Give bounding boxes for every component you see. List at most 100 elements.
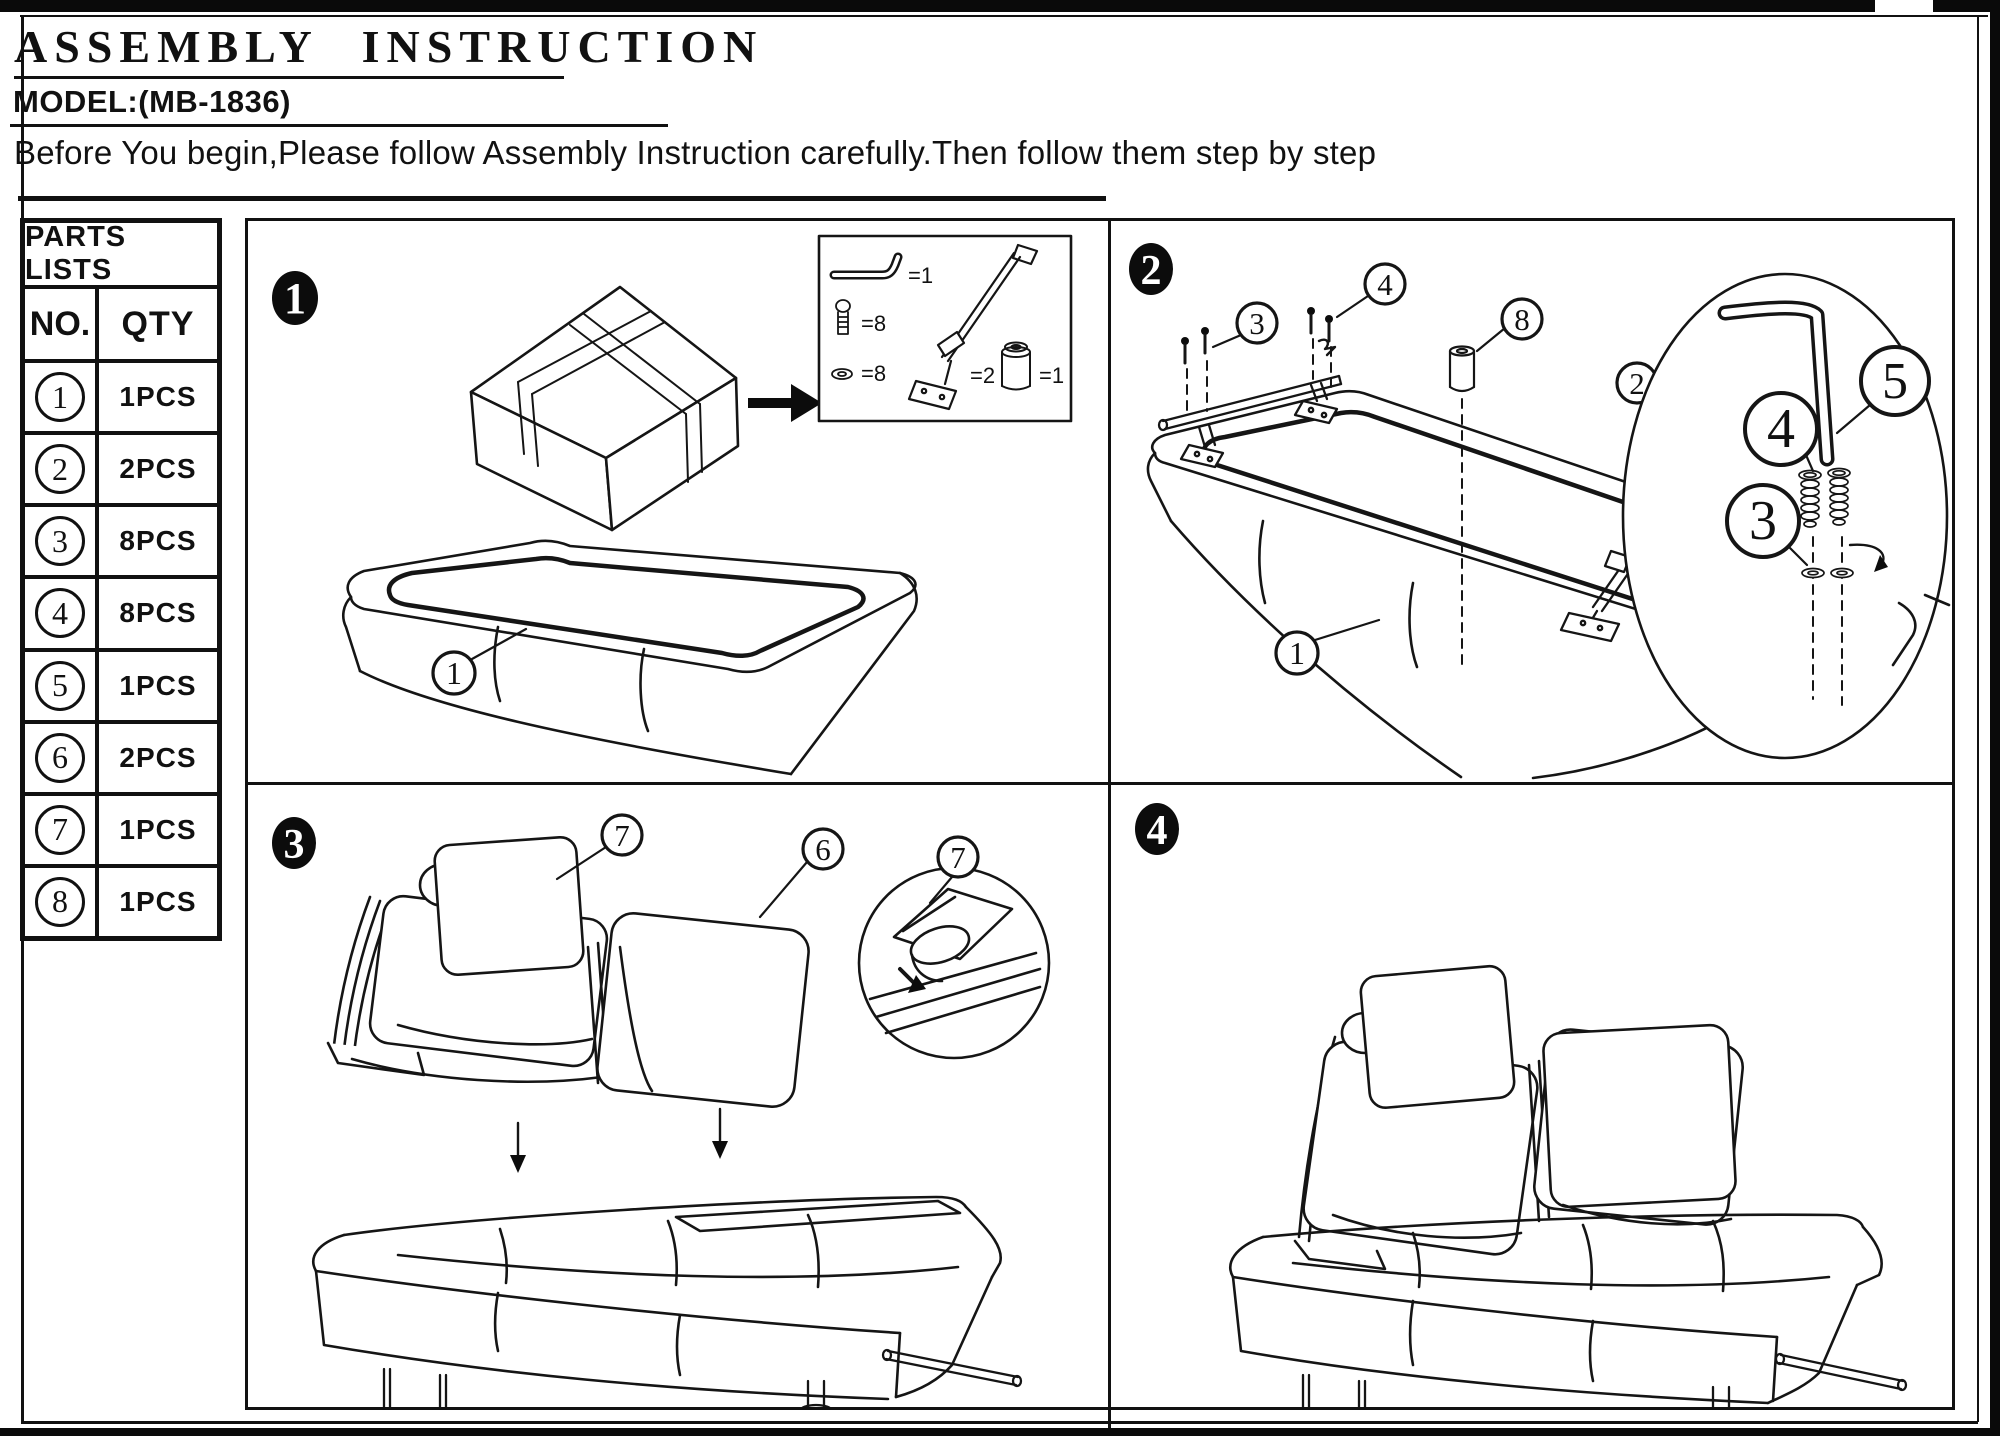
- steps-grid-border: [245, 218, 1955, 1410]
- washer-icon: [831, 368, 853, 380]
- part-qty: 8PCS: [119, 525, 197, 557]
- step3-panel: 3 7 6: [272, 813, 1051, 1407]
- model-underline: [10, 124, 668, 127]
- callout-pillow-7: 7: [555, 813, 644, 881]
- part-number-circle: 6: [35, 732, 85, 783]
- left-backrest-drawing: [326, 835, 609, 1083]
- screw-icon: [835, 299, 851, 335]
- callout-3-label: 3: [1249, 306, 1265, 341]
- step2-panel: 2 3: [1129, 243, 1951, 780]
- part-number-circle: 5: [35, 660, 85, 711]
- part-qty: 8PCS: [119, 597, 197, 629]
- hardware-inset-box: =1 =8 =8 =2: [817, 234, 1073, 423]
- callout-1-label: 1: [446, 655, 462, 691]
- bench-base: [1229, 1213, 1883, 1405]
- table-row: 5 1PCS: [25, 651, 217, 724]
- inset-callout-7: 7: [928, 835, 980, 905]
- unpack-arrow-icon: [748, 384, 822, 422]
- column-header-qty: QTY: [121, 304, 195, 343]
- callout-7-label: 7: [614, 818, 630, 853]
- parts-list-table: PARTS LISTS NO. QTY 1 1PCS 2 2PCS 3 8PCS…: [20, 218, 222, 941]
- top-border-line: [20, 15, 1988, 17]
- package-straps: [517, 310, 703, 483]
- left-leg-rail-drawing: [1157, 374, 1343, 469]
- table-row: 2 2PCS: [25, 435, 217, 508]
- coil-screws-drawing: [1798, 467, 1851, 528]
- callout-1-label: 1: [1289, 635, 1305, 671]
- grid-vertical-divider: [1108, 221, 1111, 1428]
- step1-number: 1: [284, 274, 306, 323]
- assembled-sofa-drawing: [1229, 964, 1908, 1407]
- screws-group-4: [1307, 307, 1337, 388]
- package-box-drawing: [469, 285, 740, 532]
- right-border-line: [1977, 15, 1979, 1422]
- foot-cylinder-drawing: [1448, 345, 1476, 666]
- step4-number: 4: [1147, 808, 1168, 854]
- instruction-note: Before You begin,Please follow Assembly …: [14, 134, 1377, 171]
- left-backrest: [1293, 964, 1539, 1271]
- sofa-base-drawing: [341, 539, 918, 776]
- placement-arrows: [510, 1107, 728, 1173]
- bottom-border-line: [21, 1421, 1978, 1424]
- screws-group-3: [1181, 327, 1209, 418]
- column-header-no: NO.: [25, 289, 99, 359]
- washer-count: =8: [861, 361, 886, 386]
- table-row: 3 8PCS: [25, 507, 217, 580]
- part-qty: 2PCS: [119, 453, 197, 485]
- step1-badge: 1: [272, 271, 318, 325]
- callout-screw-3: 3: [1211, 301, 1279, 349]
- step4-panel: 4: [1135, 803, 1908, 1407]
- base-corner-fragment: [1891, 593, 1951, 667]
- rotate-arrow-icon: [1848, 543, 1888, 572]
- table-row: 4 8PCS: [25, 579, 217, 652]
- callout-4-label: 4: [1377, 267, 1393, 302]
- table-row: 1 1PCS: [25, 363, 217, 436]
- grid-horizontal-divider: [248, 782, 1952, 785]
- model-number: MODEL:(MB-1836): [13, 84, 291, 119]
- inset-callout-4: 4: [1743, 391, 1819, 473]
- screw-count: =8: [861, 311, 886, 336]
- leg-rail-count: =2: [970, 363, 995, 388]
- right-backrest-drawing: [586, 912, 810, 1108]
- table-row: 6 2PCS: [25, 723, 217, 796]
- step3-number: 3: [284, 822, 305, 868]
- step1-panel: 1 =1 =8: [272, 234, 1073, 776]
- note-underline: [18, 196, 1106, 201]
- step4-badge: 4: [1135, 803, 1179, 855]
- pillow-detail-inset: 7: [857, 835, 1051, 1060]
- inset-3-label: 3: [1749, 490, 1777, 552]
- part-qty: 1PCS: [119, 885, 197, 917]
- part-qty: 2PCS: [119, 741, 197, 773]
- big-allen-key-drawing: [1717, 300, 1835, 467]
- part-number-circle: 7: [35, 804, 85, 855]
- inset-callout-5: 5: [1835, 345, 1931, 435]
- callout-6-label: 6: [815, 832, 831, 867]
- callout-base-1: 1: [1274, 618, 1381, 676]
- part-number-circle: 8: [35, 876, 85, 927]
- alignment-dashed-lines: [1812, 536, 1843, 706]
- bottom-border-bar: [0, 1428, 2000, 1436]
- part-qty: 1PCS: [119, 813, 197, 845]
- washers-drawing: [1801, 567, 1854, 579]
- bench-base-drawing: [312, 1195, 1023, 1407]
- callout-base-1: 1: [431, 627, 528, 696]
- callout-8-label: 8: [1514, 302, 1530, 337]
- part-qty: 1PCS: [119, 669, 197, 701]
- step2-badge: 2: [1129, 243, 1173, 295]
- part-number-circle: 4: [35, 588, 85, 639]
- top-border-bar-right: [1933, 0, 1995, 12]
- inset-7-label: 7: [950, 840, 966, 875]
- parts-list-header-row: NO. QTY: [25, 289, 217, 363]
- table-row: 8 1PCS: [25, 867, 217, 936]
- title-underline: [14, 76, 564, 79]
- right-border-bar: [1990, 0, 2000, 1436]
- callout-2-label: 2: [1629, 366, 1645, 401]
- inset-5-label: 5: [1882, 353, 1908, 410]
- callout-screw-4: 4: [1335, 262, 1407, 319]
- top-border-bar: [0, 0, 1875, 12]
- foot-cylinder-icon: [1001, 341, 1031, 391]
- allen-key-icon: [829, 252, 903, 280]
- page-title: ASSEMBLY INSTRUCTION: [14, 21, 764, 72]
- part-number-circle: 2: [35, 444, 85, 495]
